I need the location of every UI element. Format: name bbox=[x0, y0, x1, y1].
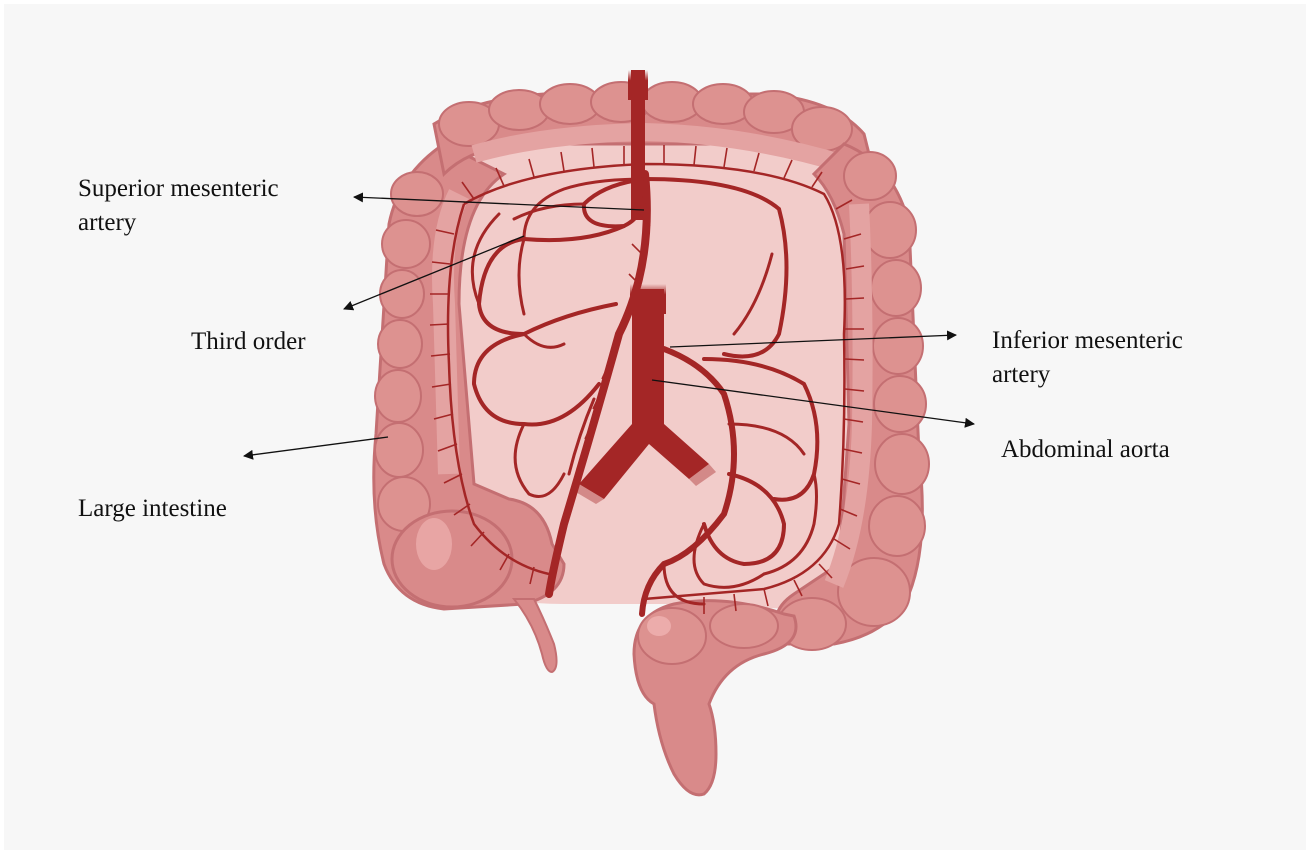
sigmoid-colon bbox=[634, 601, 796, 795]
colon-vasculature-illustration bbox=[4, 4, 1306, 850]
label-superior-mesenteric-artery-line1: Superior mesenteric bbox=[78, 172, 279, 206]
label-large-intestine: Large intestine bbox=[78, 492, 227, 526]
label-superior-mesenteric-artery-line2: artery bbox=[78, 206, 279, 240]
label-inferior-mesenteric-artery: Inferior mesenteric artery bbox=[992, 324, 1183, 392]
label-third-order: Third order bbox=[191, 325, 306, 359]
label-inferior-mesenteric-artery-line1: Inferior mesenteric bbox=[992, 324, 1183, 358]
label-abdominal-aorta: Abdominal aorta bbox=[1001, 433, 1170, 467]
diagram-canvas: Superior mesenteric artery Third order L… bbox=[4, 4, 1306, 850]
label-superior-mesenteric-artery: Superior mesenteric artery bbox=[78, 172, 279, 240]
label-inferior-mesenteric-artery-line2: artery bbox=[992, 358, 1183, 392]
arrow-large-intestine bbox=[244, 437, 388, 456]
